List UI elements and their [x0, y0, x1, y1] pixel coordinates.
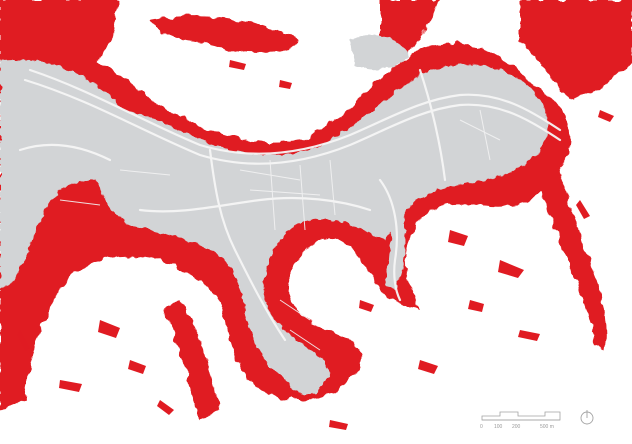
slope-fragment [498, 260, 524, 278]
scale-tick-label: 100 [494, 424, 503, 430]
slope-fragment [359, 300, 374, 312]
street-grid-line [249, 189, 321, 196]
slope-band-south [165, 300, 220, 420]
slope-fragment [59, 380, 82, 392]
slope-band-north-inner [150, 16, 300, 52]
slope-fragment [229, 60, 246, 70]
urban-area-north-pocket [350, 35, 410, 71]
slope-fragment [279, 80, 292, 89]
street-grid-line [459, 119, 501, 141]
scale-bar [481, 411, 561, 421]
street-grid-line [279, 299, 311, 321]
scale-tick-label: 200 [512, 424, 521, 430]
scale-tick-label: 500 m [540, 424, 554, 430]
street-lower-arc [138, 196, 372, 213]
urban-area-layer [0, 35, 548, 395]
urban-area-south-arm [254, 300, 325, 395]
scale-bar-labels: 0 100 200 500 m [480, 424, 554, 430]
street-grid-line [299, 164, 306, 231]
street-grid-line [329, 159, 336, 216]
street-grid-line [239, 169, 301, 181]
slope-fragment [418, 360, 438, 374]
slope-fragment [468, 300, 484, 312]
slope-fragment [128, 360, 146, 374]
street-network [18, 68, 562, 342]
street-north-spur [418, 68, 447, 182]
slope-fragment [157, 400, 174, 415]
street-grid-line [59, 199, 101, 206]
north-arrow-circle-icon [580, 410, 594, 425]
street-east-branch [378, 178, 402, 302]
scale-bar-segments [481, 411, 561, 421]
slope-fragments [17, 60, 614, 430]
street-grid-line [119, 169, 171, 176]
slope-fragment [98, 320, 120, 338]
street-grid-line [269, 159, 276, 231]
street-west-spur [18, 143, 112, 162]
urban-area-central [60, 64, 548, 387]
street-highway-secondary [23, 78, 562, 165]
street-grid-fine [59, 109, 501, 351]
street-grid-line [289, 329, 321, 351]
slope-band-east-ridge [520, 130, 607, 350]
street-main-highway [28, 68, 562, 155]
slope-fragment [329, 420, 348, 430]
slope-fragment [576, 200, 590, 219]
street-grid-line [479, 109, 491, 161]
slope-fragment [448, 230, 468, 246]
slope-fragment [518, 330, 540, 341]
slope-band-east [520, 0, 632, 100]
slope-fragment [598, 110, 614, 122]
scale-tick-label: 0 [480, 424, 483, 430]
slope-fragment [17, 330, 30, 351]
street-cross-central [208, 148, 287, 342]
